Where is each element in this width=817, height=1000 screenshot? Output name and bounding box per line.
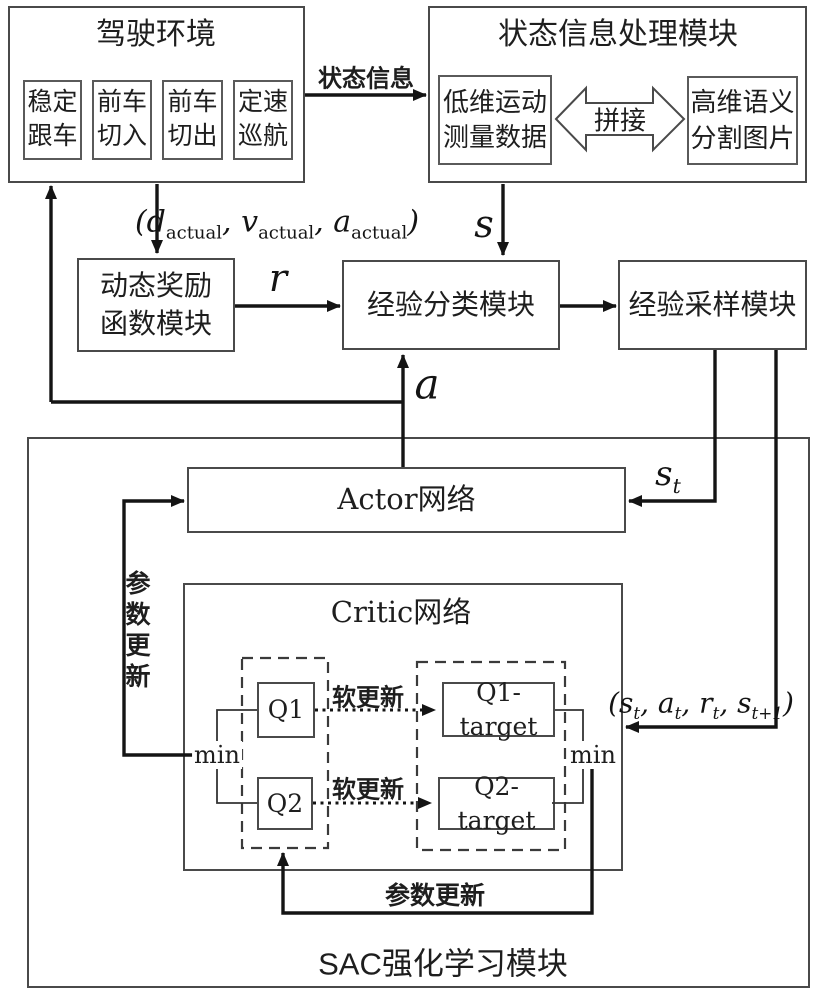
state-processing-title: 状态信息处理模块 [498,9,738,53]
driving-environment-title: 驾驶环境 [96,9,216,53]
reward-module-line2: 函数模块 [100,305,212,343]
q1-target-label: Q1-target [444,676,553,744]
scenario-box-cruise: 定速巡航 [233,80,293,160]
sac-module-title: SAC强化学习模块 [318,939,568,984]
reward-module-line1: 动态奖励 [100,267,212,305]
low-dim-data-box: 低维运动测量数据 [438,75,552,165]
reward-module-box: 动态奖励 函数模块 [77,258,235,352]
high-dim-image-box: 高维语义分割图片 [687,76,798,165]
q2-target-label: Q2-target [440,770,553,838]
scenario-label: 定速巡航 [237,86,290,154]
r-label: r [269,256,287,300]
param-update-bottom-label: 参数更新 [385,876,485,912]
min-right-label: min [568,741,618,769]
state-info-label: 状态信息 [318,59,414,94]
scenario-box-cut-out: 前车切出 [162,80,223,160]
st-label: st [655,454,681,494]
scenario-label: 前车切出 [166,86,219,154]
soft-update-label-top: 软更新 [332,678,404,713]
q1-target-box: Q1-target [442,682,555,737]
actor-network-label: Actor网络 [337,480,475,519]
scenario-box-stable-follow: 稳定跟车 [23,80,82,160]
critic-network-title: Critic网络 [331,589,472,631]
q2-box: Q2 [257,777,313,830]
scenario-label: 前车切入 [96,86,149,154]
high-dim-image-label: 高维语义分割图片 [688,85,797,155]
low-dim-data-label: 低维运动测量数据 [440,85,549,155]
sample-module-label: 经验采样模块 [628,286,796,324]
scenario-box-cut-in: 前车切入 [92,80,152,160]
scenario-label: 稳定跟车 [26,86,79,154]
concat-label: 拼接 [594,101,646,138]
experience-tuple-label: (st, at, rt, st+1) [608,687,794,720]
q2-target-box: Q2-target [438,777,555,830]
min-left-label: min [192,741,242,769]
actor-network-box: Actor网络 [187,467,626,533]
classify-module-box: 经验分类模块 [342,260,560,350]
dva-label: (dactual, vactual, aactual) [135,205,419,240]
q2-label: Q2 [267,787,303,821]
a-label: a [414,360,439,409]
q1-box: Q1 [257,682,315,738]
param-update-left-label: 参数更新 [118,570,154,694]
s-label: s [474,202,494,246]
soft-update-label-bottom: 软更新 [332,770,404,805]
classify-module-label: 经验分类模块 [367,286,535,324]
sample-module-box: 经验采样模块 [618,260,807,350]
q1-label: Q1 [268,693,304,727]
